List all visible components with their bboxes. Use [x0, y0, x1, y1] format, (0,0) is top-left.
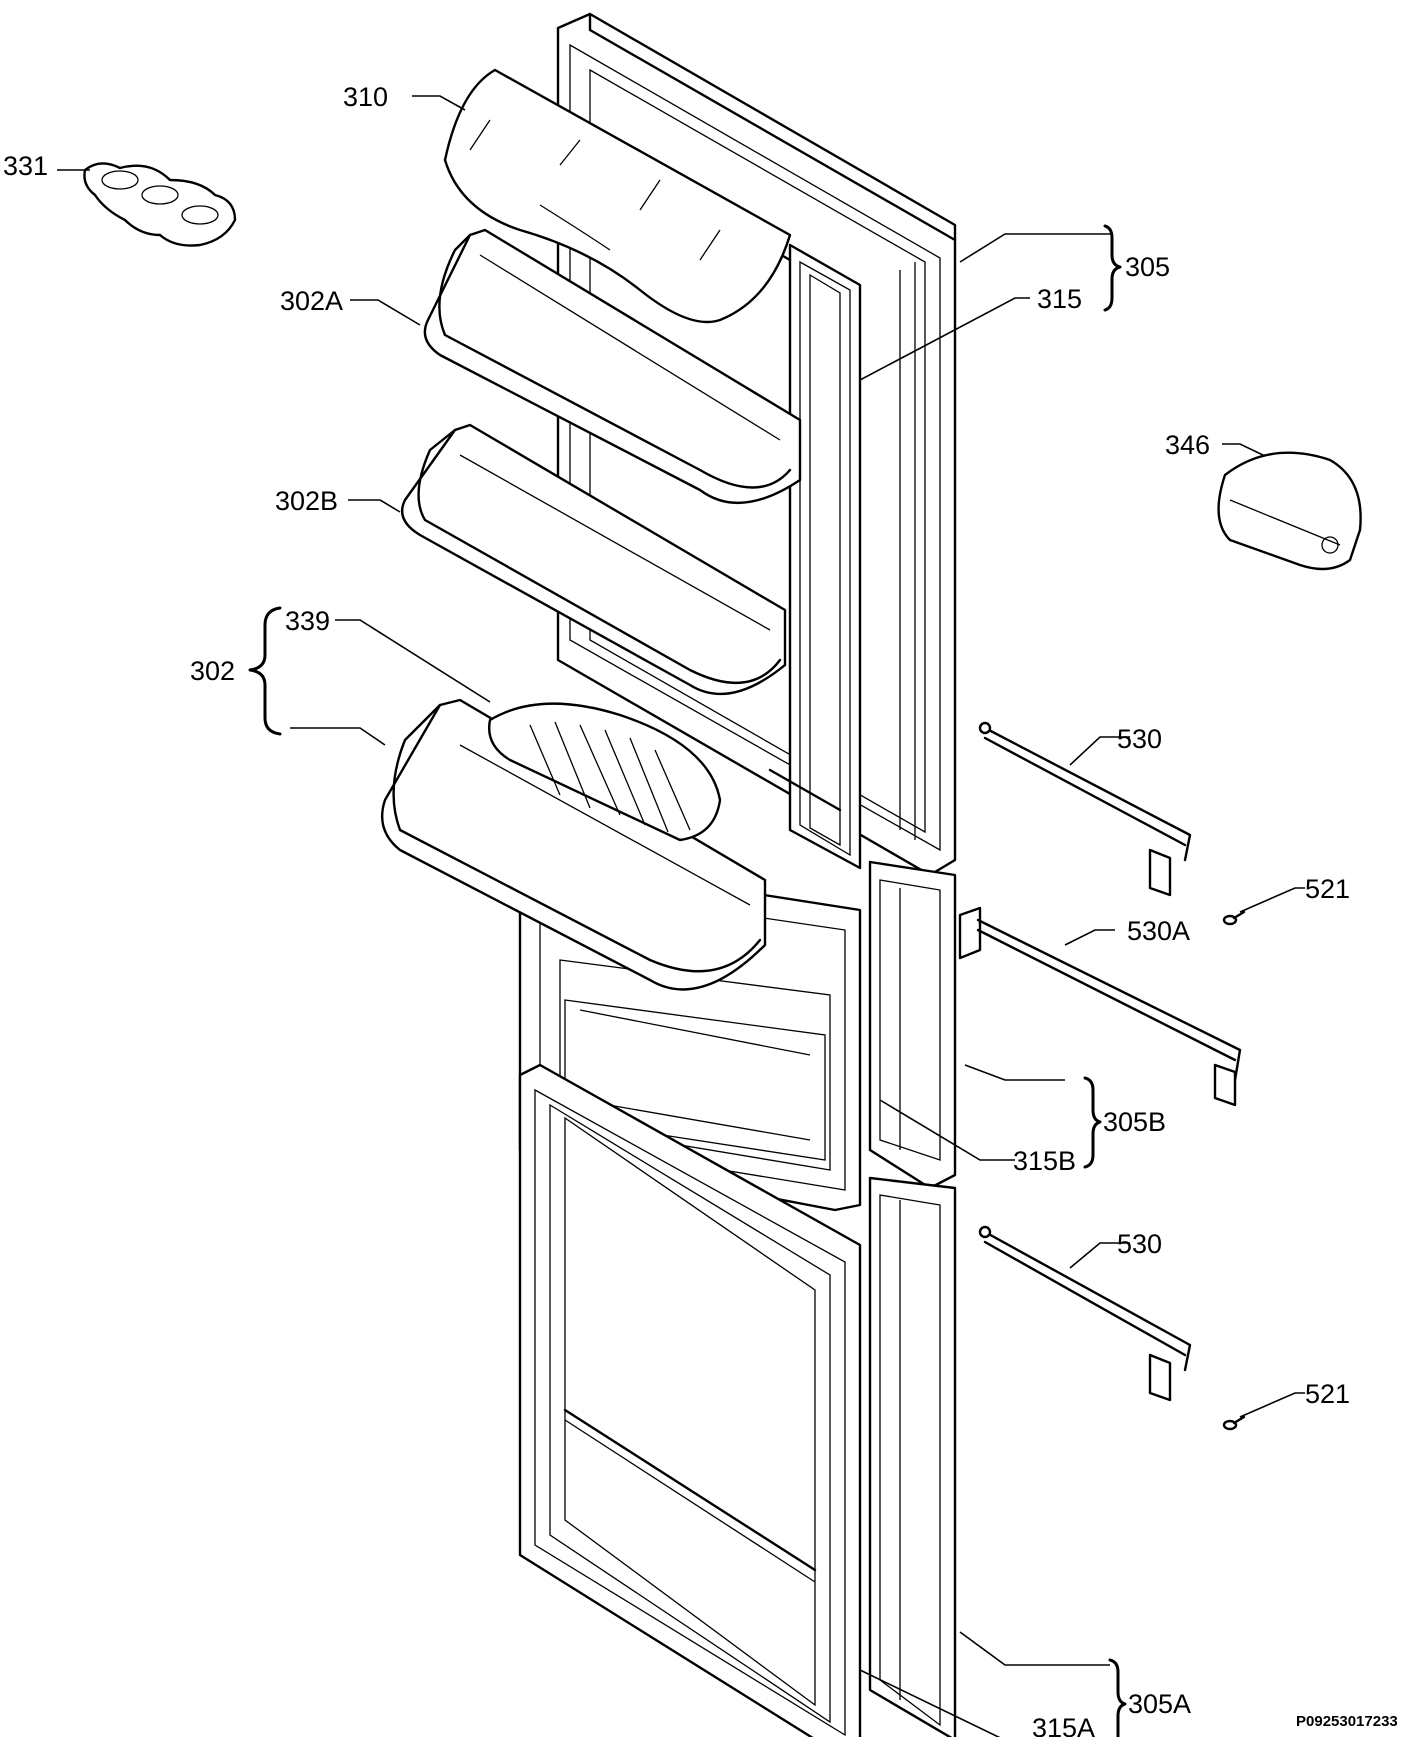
- brace-305B: [1083, 1076, 1102, 1169]
- label-331: 331: [3, 151, 48, 181]
- drawing-code: P09253017233: [1296, 1713, 1398, 1730]
- label-302: 302: [190, 656, 235, 686]
- leader-lines: [57, 95, 1305, 1737]
- label-315: 315: [1037, 284, 1082, 314]
- label-305A: 305A: [1128, 1689, 1191, 1719]
- butter-box-346: [1217, 451, 1362, 571]
- label-315A: 315A: [1032, 1713, 1095, 1737]
- label-310: 310: [343, 82, 388, 112]
- label-521-bottom: 521: [1305, 1379, 1350, 1409]
- brace-302: [248, 606, 282, 736]
- label-530A: 530A: [1127, 916, 1190, 946]
- label-339: 339: [285, 606, 330, 636]
- shelf-lid-310: [443, 68, 792, 324]
- label-302B: 302B: [275, 486, 338, 516]
- door-shelf-302: [380, 698, 767, 991]
- door-shelf-302A: [423, 228, 802, 505]
- label-521-top: 521: [1305, 874, 1350, 904]
- label-530-bottom: 530: [1117, 1229, 1162, 1259]
- label-302A: 302A: [280, 286, 343, 316]
- brace-305: [1103, 224, 1122, 312]
- label-530-top: 530: [1117, 724, 1162, 754]
- egg-tray-331: [83, 162, 237, 247]
- part-labels: 310 331 302A 302B 339 302 305 315 346 53…: [3, 82, 1398, 1737]
- egg-rack-339: [488, 702, 722, 842]
- label-315B: 315B: [1013, 1146, 1076, 1176]
- brace-305A: [1108, 1658, 1127, 1737]
- screw-521-bottom: [1222, 1415, 1246, 1431]
- hinge-bar-530A: [958, 906, 1242, 1107]
- screw-521-top: [1222, 910, 1246, 926]
- label-305: 305: [1125, 252, 1170, 282]
- hinge-bar-530-bottom: [978, 1225, 1192, 1402]
- label-346: 346: [1165, 430, 1210, 460]
- label-305B: 305B: [1103, 1107, 1166, 1137]
- lower-door-gasket-315A: [518, 1063, 862, 1737]
- door-shelf-302B: [400, 423, 787, 696]
- lower-door-305A: [868, 1176, 957, 1737]
- hinge-bar-530-top: [978, 721, 1192, 897]
- middle-door-305B: [868, 860, 957, 1190]
